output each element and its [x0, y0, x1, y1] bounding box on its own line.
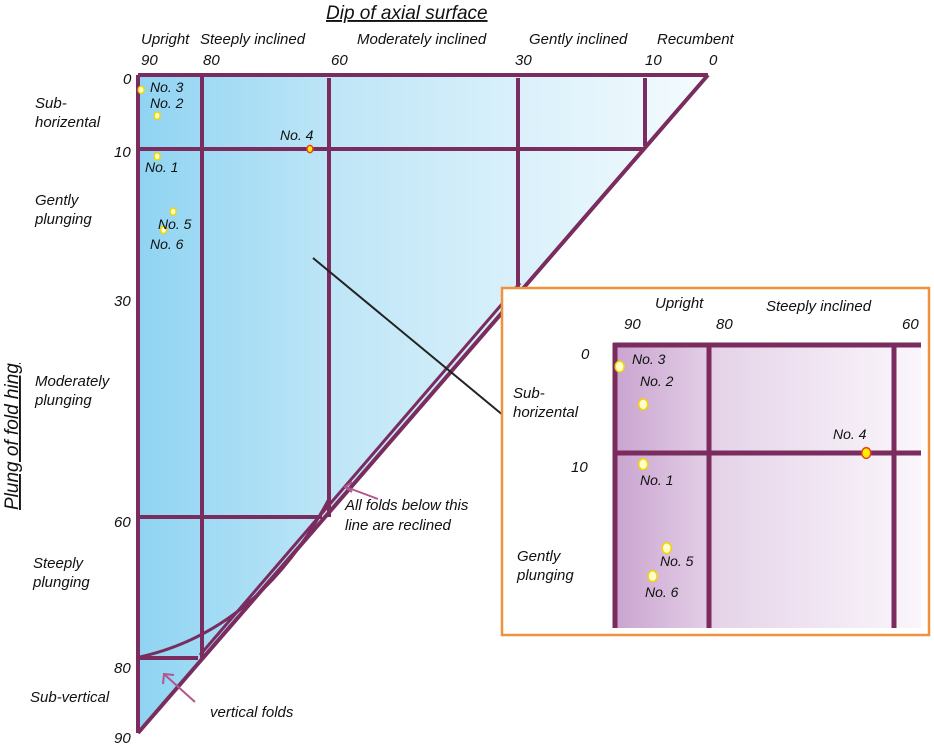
point-label-no2: No. 2: [150, 95, 184, 111]
inset-point-label-no6: No. 6: [645, 584, 679, 600]
inset-data-point-no1: [637, 458, 649, 471]
plunge-cat-moderately-1: Moderately: [35, 373, 111, 390]
hypotenuse: [136, 73, 710, 735]
inset-data-point-no6: [647, 570, 658, 583]
plunge-cat-moderately-2: plunging: [34, 392, 92, 409]
data-point-no4: [306, 144, 314, 154]
inset-dip-tick-80: 80: [716, 316, 733, 333]
inset-point-label-no4: No. 4: [833, 426, 867, 442]
dip-cat-moderately: Moderately inclined: [357, 31, 487, 48]
dip-axis-title: Dip of axial surface: [326, 3, 488, 24]
inset-dip-tick-90: 90: [624, 316, 641, 333]
dip-tick-80: 80: [203, 52, 220, 69]
vertical-folds-curve: [139, 496, 332, 659]
inset-dip-cat-steeply: Steeply inclined: [766, 298, 872, 315]
plunge-tick-30: 30: [114, 293, 131, 310]
inset-data-points: [614, 360, 872, 583]
dip-tick-90: 90: [141, 52, 158, 69]
plunge-tick-60: 60: [114, 514, 131, 531]
plunge-cat-gently-2: plunging: [34, 211, 92, 228]
zoom-arrow: [312, 257, 531, 438]
reclined-line: [198, 282, 522, 656]
dip-tick-30: 30: [515, 52, 532, 69]
reclined-pointer-head: [343, 481, 353, 493]
inset-point-label-no3: No. 3: [632, 351, 666, 367]
dip-tick-0: 0: [709, 52, 718, 69]
dip-cat-upright: Upright: [141, 31, 190, 48]
data-point-no5: [169, 207, 177, 216]
inset-dip-cat-upright: Upright: [655, 295, 704, 312]
reclined-note-2: line are reclined: [345, 517, 452, 534]
vertical-folds-pointer: [164, 674, 196, 703]
plunge-axis-title: Plung of fold hing: [2, 363, 23, 510]
point-label-no4: No. 4: [280, 127, 314, 143]
data-point-no3: [137, 85, 145, 95]
vertical-folds-pointer-head: [162, 672, 175, 685]
inset-cat-subhorizontal-1: Sub-: [513, 385, 545, 402]
inset-data-point-no3: [614, 360, 625, 373]
inset-plunge-tick-10: 10: [571, 459, 588, 476]
inset-cat-gently-2: plunging: [516, 567, 574, 584]
plunge-cat-subhorizontal-1: Sub-: [35, 95, 67, 112]
main-data-points: [137, 85, 314, 235]
inset-grid: [612, 342, 921, 628]
plunge-cat-subvertical: Sub-vertical: [30, 689, 110, 706]
plunge-cat-subhorizontal-2: horizental: [35, 114, 101, 131]
reclined-pointer: [345, 486, 379, 500]
vertical-folds-note: vertical folds: [210, 704, 294, 721]
plunge-cat-gently-1: Gently: [35, 192, 80, 209]
point-label-no6: No. 6: [150, 236, 184, 252]
dip-tick-60: 60: [331, 52, 348, 69]
inset-plunge-tick-0: 0: [581, 346, 590, 363]
inset-point-label-no5: No. 5: [660, 553, 694, 569]
inset-cat-subhorizontal-2: horizental: [513, 404, 579, 421]
plunge-tick-0: 0: [123, 71, 132, 88]
point-label-no3: No. 3: [150, 79, 184, 95]
inset-data-point-no2: [637, 398, 649, 411]
plunge-cat-steeply-1: Steeply: [33, 555, 85, 572]
point-label-no1: No. 1: [145, 159, 178, 175]
reclined-note-1: All folds below this: [344, 497, 469, 514]
dip-tick-10: 10: [645, 52, 662, 69]
plunge-tick-10: 10: [114, 144, 131, 161]
inset-point-label-no1: No. 1: [640, 472, 673, 488]
data-point-no6: [159, 225, 168, 235]
data-point-no2: [153, 111, 161, 121]
inset-data-point-no5: [661, 542, 672, 555]
inset-cat-gently-1: Gently: [517, 548, 562, 565]
point-label-no5: No. 5: [158, 216, 192, 232]
dip-cat-recumbent: Recumbent: [657, 31, 735, 48]
dip-cat-gently: Gently inclined: [529, 31, 628, 48]
plunge-cat-steeply-2: plunging: [32, 574, 90, 591]
inset-dip-tick-60: 60: [902, 316, 919, 333]
dip-cat-steeply: Steeply inclined: [200, 31, 306, 48]
inset-data-point-no4: [861, 446, 872, 460]
plunge-tick-80: 80: [114, 660, 131, 677]
data-point-no1: [153, 152, 161, 161]
inset-point-label-no2: No. 2: [640, 373, 674, 389]
main-grid: [136, 73, 710, 735]
inset-fill: [613, 343, 921, 628]
plunge-tick-90: 90: [114, 730, 131, 745]
